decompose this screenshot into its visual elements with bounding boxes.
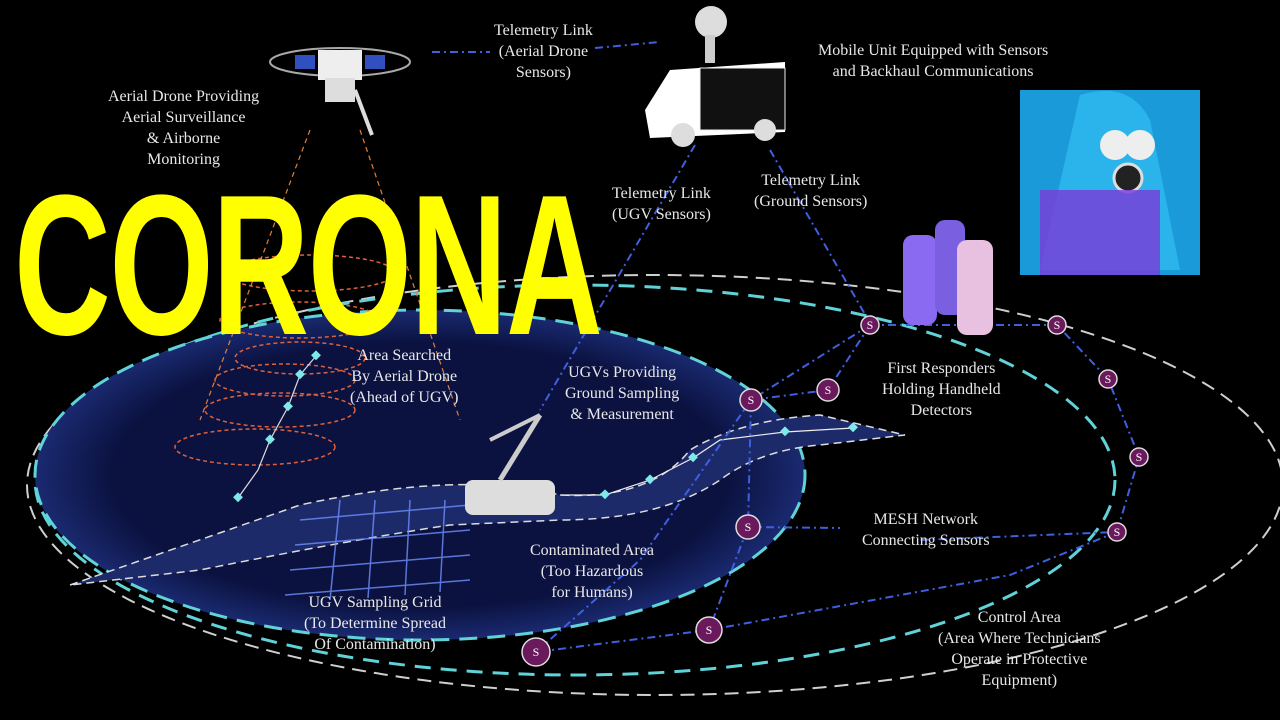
label-mobile-unit: Mobile Unit Equipped with Sensors and Bac… bbox=[818, 40, 1048, 82]
sensor-label: S bbox=[706, 623, 713, 637]
label-line: Telemetry Link bbox=[494, 22, 593, 39]
label-line: Connecting Sensors bbox=[862, 532, 990, 549]
sensor-label: S bbox=[1054, 318, 1061, 332]
label-line: Mobile Unit Equipped with Sensors bbox=[818, 42, 1049, 59]
label-line: Detectors bbox=[910, 402, 972, 419]
outer-cyan-boundary bbox=[33, 283, 1117, 677]
sensor-node: S bbox=[816, 378, 840, 402]
label-line: First Responders bbox=[887, 360, 996, 377]
drone-search-path bbox=[237, 355, 317, 499]
label-line: Telemetry Link bbox=[612, 185, 711, 202]
mobile-unit-van-image bbox=[645, 6, 786, 147]
label-line: Ground Sampling bbox=[565, 385, 680, 402]
label-line: MESH Network bbox=[873, 511, 978, 528]
sensor-label: S bbox=[1136, 450, 1143, 464]
label-line: Of Contamination) bbox=[314, 636, 436, 653]
drone-scan-rings bbox=[174, 254, 396, 466]
label-line: (UGV Sensors) bbox=[612, 206, 711, 223]
sensor-label: S bbox=[867, 318, 874, 332]
label-line: Aerial Drone Providing bbox=[108, 88, 260, 105]
sensor-label: S bbox=[1105, 372, 1112, 386]
label-line: Monitoring bbox=[147, 151, 220, 168]
label-line: Telemetry Link bbox=[761, 172, 861, 189]
sensor-circle bbox=[521, 637, 551, 667]
label-line: (Too Hazardous bbox=[540, 563, 644, 580]
label-line: (Ground Sensors) bbox=[754, 193, 868, 210]
sensor-node: S bbox=[521, 637, 551, 667]
sensor-circle bbox=[695, 616, 723, 644]
sensor-circle bbox=[860, 315, 880, 335]
label-line: Operate in Protective bbox=[951, 651, 1088, 668]
drone-beam bbox=[199, 129, 461, 421]
aerial-drone-image bbox=[269, 47, 411, 136]
sampling-grid bbox=[284, 499, 471, 601]
ugv-waypoints bbox=[600, 422, 858, 500]
sensor-node: S bbox=[860, 315, 880, 335]
sensor-circle bbox=[739, 388, 763, 412]
label-line: for Humans) bbox=[551, 584, 633, 601]
label-telemetry-ground: Telemetry Link (Ground Sensors) bbox=[754, 170, 867, 212]
sensor-circle bbox=[1129, 447, 1149, 467]
sensor-node: S bbox=[1098, 369, 1118, 389]
label-line: UGVs Providing bbox=[568, 364, 677, 381]
telemetry-links bbox=[432, 41, 1141, 653]
sensor-circle bbox=[1107, 522, 1127, 542]
label-line: and Backhaul Communications bbox=[832, 63, 1034, 80]
label-area-searched: Area Searched By Aerial Drone (Ahead of UG… bbox=[350, 345, 458, 408]
sensor-nodes: S S S S S S S S S S bbox=[521, 315, 1149, 667]
sensor-label: S bbox=[533, 645, 540, 659]
label-line: (Ahead of UGV) bbox=[350, 389, 459, 406]
sensor-label: S bbox=[745, 520, 752, 534]
label-line: Holding Handheld bbox=[882, 381, 1001, 398]
label-line: Area Searched bbox=[357, 347, 452, 364]
control-area-boundary bbox=[26, 274, 1280, 696]
label-telemetry-ugv: Telemetry Link (UGV Sensors) bbox=[612, 183, 711, 225]
sensor-label: S bbox=[1114, 525, 1121, 539]
sensor-circle bbox=[1047, 315, 1067, 335]
sensor-node: S bbox=[695, 616, 723, 644]
label-line: By Aerial Drone bbox=[351, 368, 458, 385]
label-line: UGV Sampling Grid bbox=[308, 594, 442, 611]
corona-title: CORONA bbox=[14, 154, 603, 377]
label-line: Aerial Surveillance bbox=[121, 109, 246, 126]
first-responders-image bbox=[903, 220, 993, 335]
label-line: & Measurement bbox=[570, 406, 674, 423]
sensor-circle bbox=[1098, 369, 1118, 389]
label-contaminated: Contaminated Area (Too Hazardous for Human… bbox=[530, 540, 654, 603]
search-waypoints bbox=[233, 350, 321, 503]
sensor-label: S bbox=[825, 383, 832, 397]
label-line: (Aerial Drone bbox=[498, 43, 589, 60]
label-line: (Area Where Technicians bbox=[938, 630, 1101, 647]
hazmat-suit-photo bbox=[1020, 90, 1200, 275]
sensor-label: S bbox=[748, 393, 755, 407]
sensor-node: S bbox=[1047, 315, 1067, 335]
label-line: Equipment) bbox=[981, 672, 1058, 689]
sensor-node: S bbox=[1129, 447, 1149, 467]
label-line: Control Area bbox=[977, 609, 1061, 626]
label-sampling-grid: UGV Sampling Grid (To Determine Spread Of … bbox=[304, 592, 446, 655]
label-line: & Airborne bbox=[146, 130, 221, 147]
sensor-node: S bbox=[735, 514, 761, 540]
sensor-node: S bbox=[739, 388, 763, 412]
label-line: Contaminated Area bbox=[530, 542, 654, 559]
sensor-circle bbox=[816, 378, 840, 402]
sensor-circle bbox=[735, 514, 761, 540]
ugv-robot-image bbox=[465, 413, 555, 515]
label-line: (To Determine Spread bbox=[304, 615, 446, 632]
sensor-node: S bbox=[1107, 522, 1127, 542]
label-line: Sensors) bbox=[515, 64, 571, 81]
